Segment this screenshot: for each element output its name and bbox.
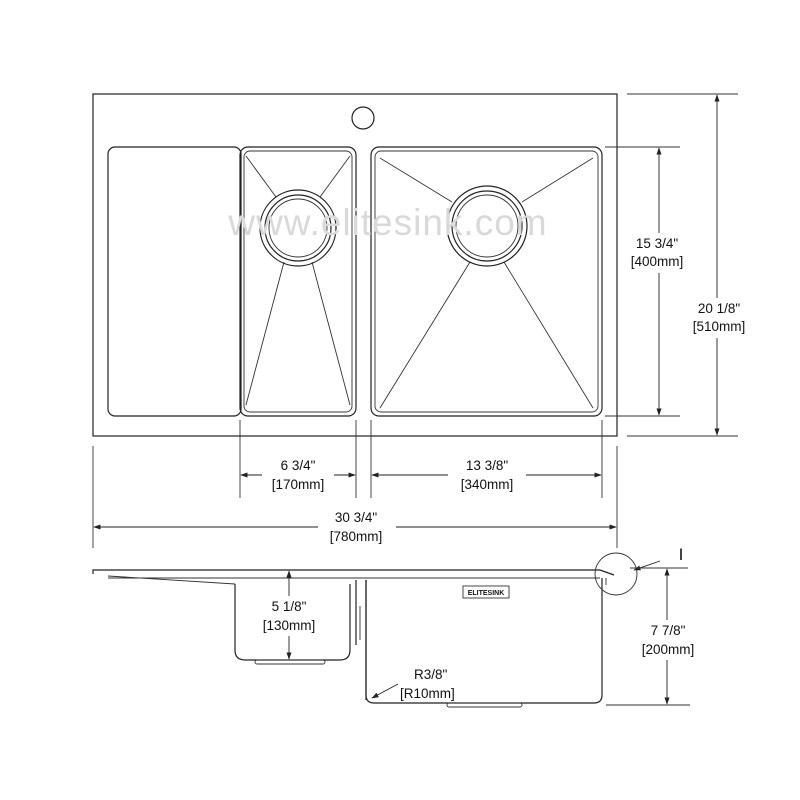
corner-radius-imperial: R3/8" <box>414 667 448 682</box>
side-dimension-lines <box>286 567 690 706</box>
small-bowl-width-imperial: 6 3/4" <box>281 458 316 473</box>
dimension-lines <box>92 93 738 548</box>
detail-circle <box>594 552 638 596</box>
large-bowl-width-imperial: 13 3/8" <box>466 458 509 473</box>
watermark: www.elitesink.com <box>227 202 547 243</box>
top-view: www.elitesink.com <box>92 93 618 437</box>
side-dimension-labels: 5 1/8" [130mm] 7 7/8" [200mm] R3/8" [R10… <box>252 596 704 701</box>
large-bowl <box>370 146 603 417</box>
small-bowl-drain-section <box>254 659 326 665</box>
detail-marker: I <box>679 545 684 564</box>
corner-radius-metric: [R10mm] <box>400 686 455 701</box>
overall-width-imperial: 30 3/4" <box>335 510 378 525</box>
small-bowl-width-metric: [170mm] <box>272 477 325 492</box>
bowl-depth-metric: [400mm] <box>631 254 684 269</box>
bowl-depth-imperial: 15 3/4" <box>636 236 679 251</box>
brand-label: ELITESINK <box>468 590 505 597</box>
large-bowl-drain <box>446 185 528 267</box>
detail-pointer <box>633 560 661 571</box>
large-bowl-width-metric: [340mm] <box>461 477 514 492</box>
faucet-hole <box>351 106 375 130</box>
small-bowl-height-metric: [130mm] <box>263 618 316 633</box>
drainboard-area <box>107 146 242 417</box>
small-bowl-height-imperial: 5 1/8" <box>272 599 307 614</box>
large-bowl-height-imperial: 7 7/8" <box>651 623 686 638</box>
sink-outline <box>92 93 618 437</box>
overall-width-metric: [780mm] <box>330 529 383 544</box>
corner-radius-leader <box>371 683 399 699</box>
side-view: ELITESINK I <box>92 545 684 708</box>
overall-depth-imperial: 20 1/8" <box>698 301 741 316</box>
small-bowl <box>239 146 357 417</box>
brand-plate <box>462 585 510 599</box>
dimension-labels: 6 3/4" [170mm] 13 3/8" [340mm] 30 3/4" [… <box>262 233 756 546</box>
overall-depth-metric: [510mm] <box>693 319 746 334</box>
large-bowl-height-metric: [200mm] <box>642 642 695 657</box>
large-bowl-drain-section <box>446 702 523 708</box>
small-bowl-drain <box>259 189 337 267</box>
